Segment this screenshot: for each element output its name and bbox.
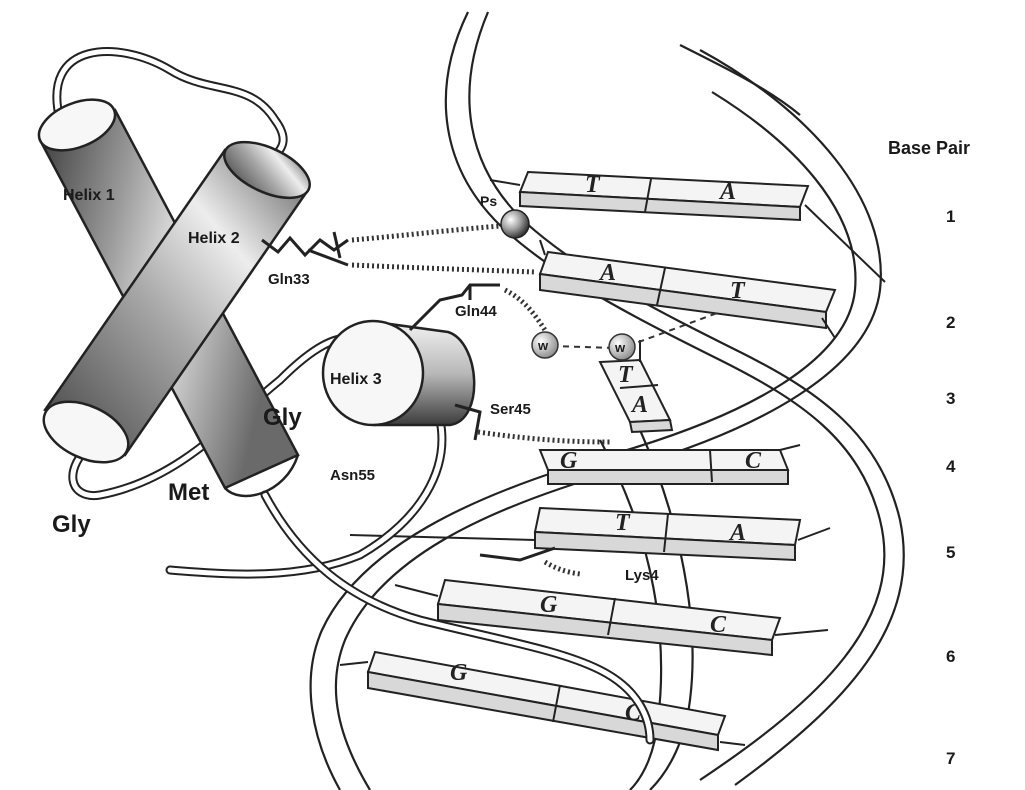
residue-gln33: Gln33 [268,271,310,288]
base-pair-6: G C [395,580,828,655]
base-letter: G [540,592,558,618]
base-pair-number: 7 [946,749,955,768]
residue-lys4: Lys4 [625,567,659,584]
residue-met: Met [168,479,209,506]
base-pair-number: 4 [946,457,956,476]
base-pair-number: 2 [946,313,955,332]
helix-2-label: Helix 2 [188,230,240,247]
base-letter: A [598,260,616,286]
base-letter: G [560,448,578,474]
residue-ser45: Ser45 [490,401,531,418]
water-1-label: w [537,338,549,353]
base-pair-7: G C [340,652,745,750]
base-pair-2: A T [540,240,835,338]
helix-3-label: Helix 3 [330,371,382,388]
helix-1-label: Helix 1 [63,187,115,204]
base-letter: A [630,392,648,418]
base-pair-number: 1 [946,207,955,226]
base-letter: T [585,172,601,198]
base-letter: T [615,510,631,536]
phosphate-label: Ps [480,193,497,209]
water-2-label: w [614,340,626,355]
base-pair-header: Base Pair [888,138,970,158]
residue-gly-left: Gly [52,511,91,538]
base-pair-number: 3 [946,389,955,408]
residue-gln44: Gln44 [455,303,497,320]
base-letter: T [618,362,634,388]
base-letter: G [450,660,468,686]
base-letter: A [718,179,736,205]
base-letter: T [730,278,746,304]
residue-gly-mid: Gly [263,404,302,431]
residue-asn55: Asn55 [330,467,375,484]
base-letter: C [745,448,762,474]
base-pair-number: 6 [946,647,955,666]
water-2: w [609,334,635,360]
base-letter: A [728,520,746,546]
helix-3: Helix 3 [323,321,474,425]
water-1: w [532,332,558,358]
base-pair-4: G C [540,445,800,484]
base-letter: C [710,612,727,638]
base-pair-number: 5 [946,543,955,562]
